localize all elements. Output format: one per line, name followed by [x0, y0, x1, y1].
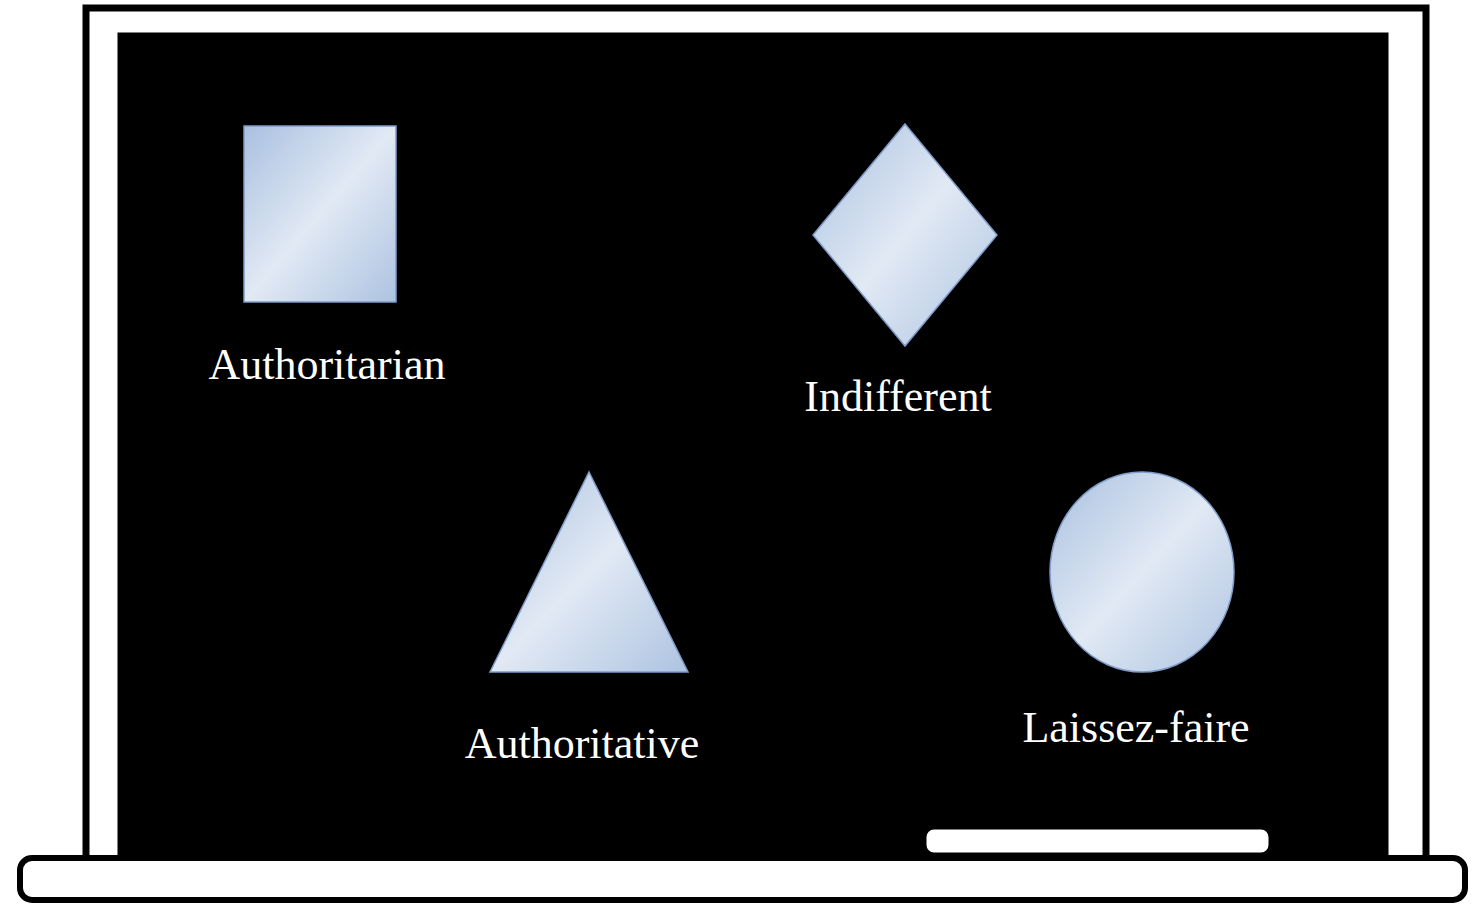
circle-shape — [1050, 472, 1234, 672]
style-node: Authoritative — [464, 470, 715, 768]
board-ledge — [20, 858, 1465, 900]
square-shape — [244, 126, 396, 302]
shape-outline — [1048, 470, 1236, 674]
chalk-piece — [925, 828, 1270, 854]
style-label: Indifferent — [804, 373, 991, 421]
board-surface — [120, 35, 1386, 857]
style-node: Authoritarian — [193, 124, 446, 389]
style-label: Authoritarian — [208, 341, 445, 389]
style-label: Laissez-faire — [1022, 704, 1249, 752]
board-frame — [86, 8, 1426, 866]
style-node: Indifferent — [803, 122, 1006, 421]
triangle-shape — [490, 472, 688, 672]
shape-outline — [242, 124, 398, 304]
style-label: Authoritative — [465, 720, 700, 768]
shape-outline — [488, 470, 690, 674]
shape-outline — [811, 122, 999, 348]
style-node: Laissez-faire — [1020, 470, 1263, 752]
diamond-shape — [813, 124, 997, 346]
